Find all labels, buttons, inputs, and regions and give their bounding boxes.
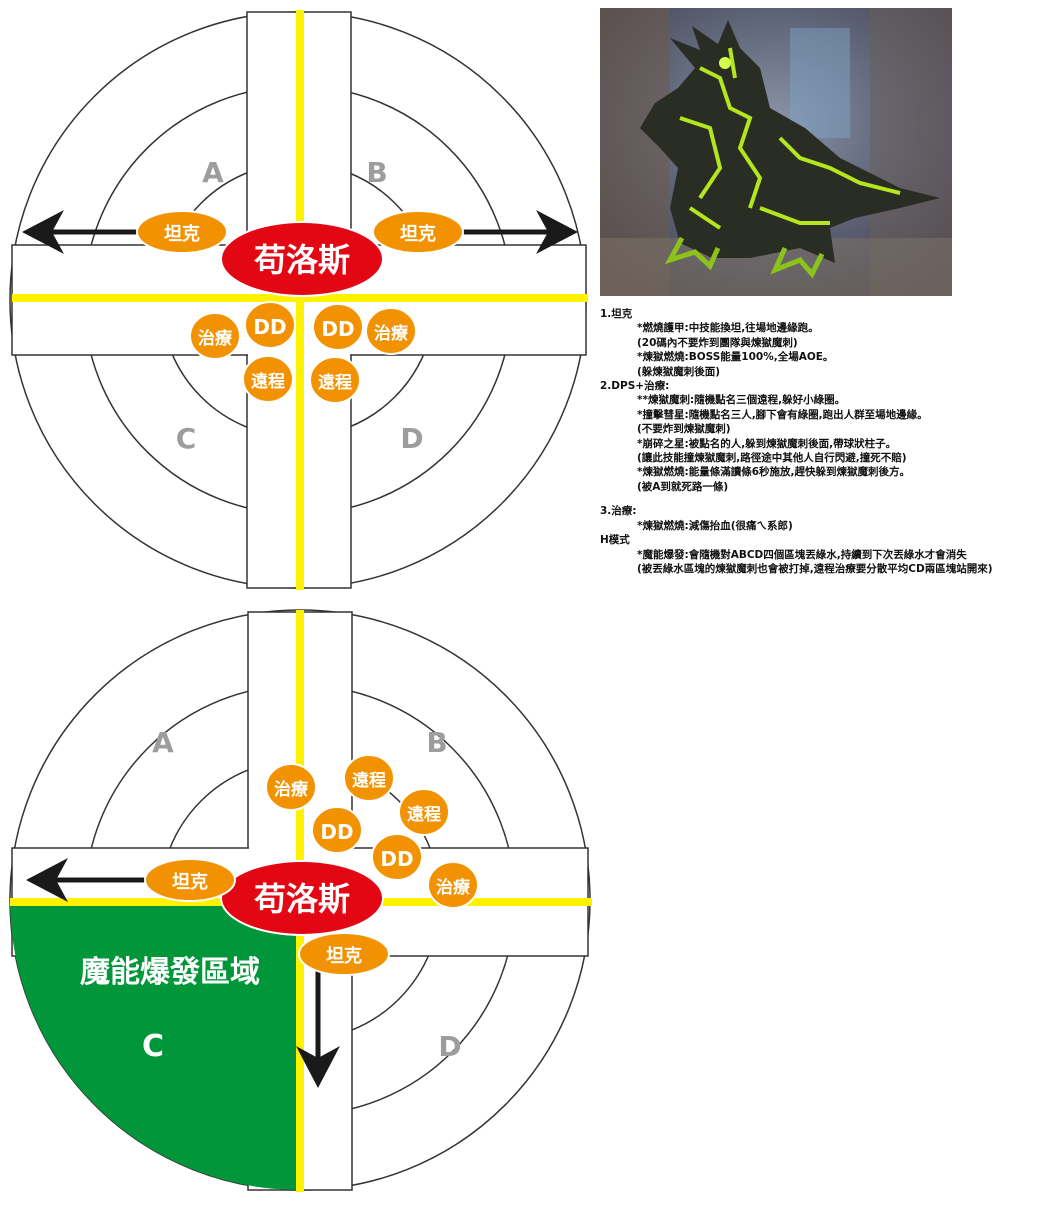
note-line: *煉獄燃燒:BOSS能量100%,全場AOE。	[637, 351, 834, 364]
dd-label-right: DD	[321, 317, 354, 341]
arena-diagrams: A B C D 苟洛斯 坦克 坦克 治療 DD DD 治療 遠程 遠程	[9, 10, 592, 1192]
dd-marker-left	[244, 301, 296, 349]
note-line: 2.DPS+治療:	[600, 380, 670, 393]
healer-marker-right	[365, 307, 417, 355]
boss-marker-2	[220, 860, 384, 936]
ranged-marker-left	[242, 355, 294, 403]
tank-arrow-left	[22, 210, 140, 254]
healer-label-right-2: 治療	[436, 877, 471, 898]
boss-label: 苟洛斯	[253, 241, 350, 279]
tank-label-left: 坦克	[164, 223, 200, 245]
ranged-label-top: 遠程	[352, 771, 386, 791]
note-line: (讓此技能撞煉獄魔刺,路徑途中其他人自行閃避,撞死不賠)	[637, 452, 907, 465]
tank-marker-left-2	[144, 858, 236, 902]
tank-arrow-right	[460, 210, 578, 254]
zone-label-c-2: C	[142, 1029, 164, 1064]
note-line: (20碼內不要炸到團隊與煉獄魔刺)	[637, 336, 798, 349]
zone-label-d-2: D	[438, 1030, 461, 1063]
zone-label-b: B	[366, 156, 387, 189]
note-line: *煉獄燃燒:能量條滿讀條6秒施放,趕快躲到煉獄魔刺後方。	[637, 466, 910, 479]
note-line: (不要炸到煉獄魔刺)	[637, 423, 731, 436]
healer-marker-left	[189, 312, 241, 360]
ranged-label-right: 遠程	[318, 373, 352, 393]
dd-label-left: DD	[253, 315, 286, 339]
fel-burst-zone-label: 魔能爆發區域	[80, 955, 260, 990]
zone-label-c: C	[176, 422, 197, 455]
arena-diagram-1: A B C D 苟洛斯 坦克 坦克 治療 DD DD 治療 遠程 遠程	[9, 10, 588, 590]
dd-label-2: DD	[380, 847, 413, 871]
tank-label-bottom: 坦克	[326, 945, 362, 967]
note-line: 1.坦克	[600, 308, 633, 320]
tank-marker-left	[136, 210, 228, 254]
arena-diagram-2: A B C D 魔能爆發區域 苟洛斯 坦克 坦克 治療 遠程 遠程 DD DD	[9, 609, 592, 1192]
zone-label-b-2: B	[426, 726, 447, 759]
boss-label-2: 苟洛斯	[253, 880, 350, 918]
healer-label-right: 治療	[374, 323, 409, 344]
ranged-label-left: 遠程	[251, 372, 285, 392]
tank-arrow-down	[296, 970, 340, 1088]
boss-marker	[220, 221, 384, 297]
ranged-marker-top	[343, 754, 395, 802]
healer-marker-right-2	[427, 861, 479, 909]
note-line: **煉獄魔刺:隨機點名三個遠程,躲好小綠圈。	[637, 394, 846, 407]
tank-marker-right	[372, 210, 464, 254]
zone-label-d: D	[400, 422, 423, 455]
note-line: (被丟綠水區塊的煉獄魔刺也會被打掉,遠程治療要分散平均CD兩區塊站開來)	[637, 562, 993, 575]
dd-marker-right	[312, 303, 364, 351]
note-line: (躲煉獄魔刺後面)	[637, 365, 721, 378]
healer-label-top: 治療	[274, 779, 309, 800]
dd-marker-2	[371, 833, 423, 881]
note-spacer	[600, 494, 1055, 504]
note-line: *魔能爆發:會隨機對ABCD四個區塊丟綠水,持續到下次丟綠水才會消失	[637, 548, 967, 561]
boss-image	[600, 8, 952, 296]
note-line: *崩碎之星:被點名的人,躲到煉獄魔刺後面,帶球狀柱子。	[637, 437, 897, 450]
tank-marker-bottom	[298, 932, 390, 976]
dd-marker-1	[311, 806, 363, 854]
ranged-marker-right	[309, 356, 361, 404]
tank-label-left-2: 坦克	[172, 871, 208, 893]
tank-label-right: 坦克	[400, 223, 436, 245]
ranged-label-mid: 遠程	[407, 805, 441, 825]
note-line: H模式	[600, 534, 630, 547]
zone-label-a: A	[202, 156, 224, 189]
ranged-marker-mid	[398, 788, 450, 836]
healer-label-left: 治療	[198, 328, 233, 349]
zone-label-a-2: A	[152, 726, 174, 759]
note-line: *撞擊彗星:隨機點名三人,腳下會有綠圈,跑出人群至場地邊緣。	[637, 408, 928, 421]
tank-arrow-left-2	[26, 858, 150, 902]
note-line: *燃燒護甲:中技能換坦,往場地邊緣跑。	[637, 322, 819, 335]
boss-figure	[640, 20, 940, 279]
note-line: (被A到就死路一條)	[637, 480, 729, 493]
note-line: *煉獄燃燒:減傷抬血(很痛ㄟ系郎)	[637, 519, 793, 532]
dd-label-1: DD	[320, 820, 353, 844]
healer-marker-top	[265, 763, 317, 811]
note-line: 3.治療:	[600, 505, 637, 518]
strategy-notes: 1.坦克 *燃燒護甲:中技能換坦,往場地邊緣跑。(20碼內不要炸到團隊與煉獄魔刺)…	[600, 307, 1055, 576]
